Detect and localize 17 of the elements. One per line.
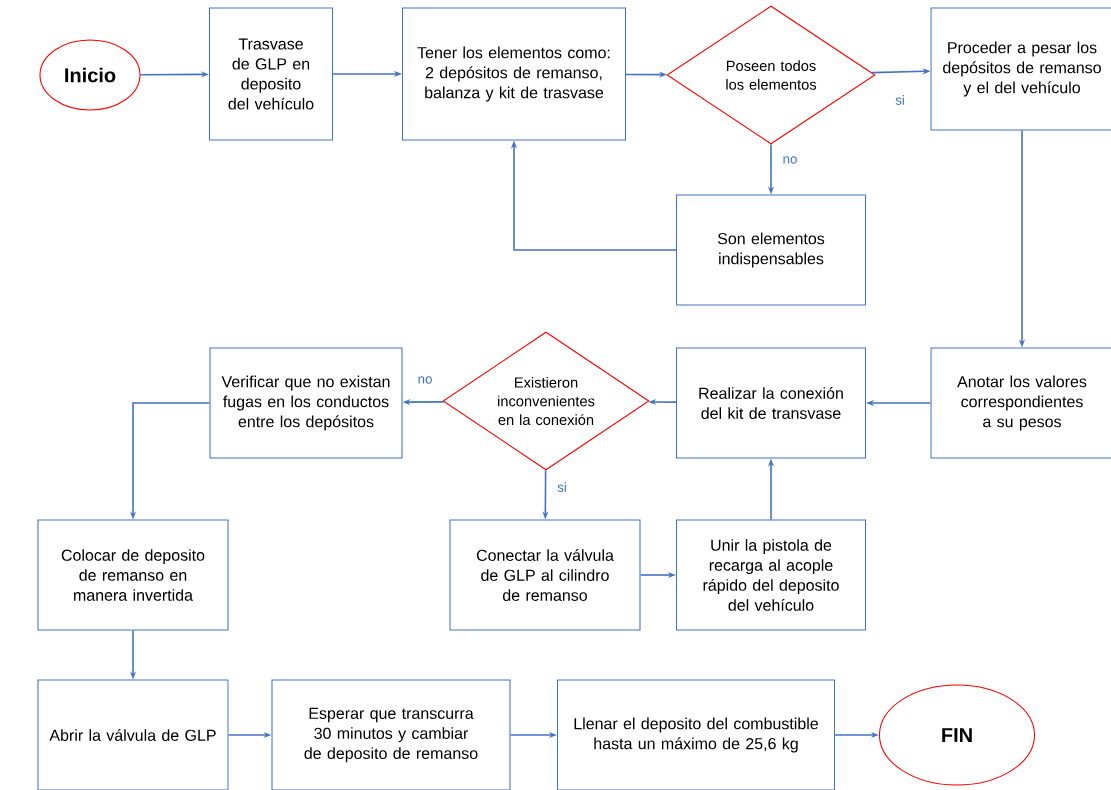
edge-label: si bbox=[555, 480, 569, 494]
process-box: Realizar la conexión del kit de transvase bbox=[675, 347, 867, 459]
process-box: Trasvase de GLP en deposito del vehículo bbox=[208, 7, 334, 141]
process-box: Proceder a pesar los depósitos de remanso y el del vehículo bbox=[930, 7, 1111, 131]
process-box: Anotar los valores correspondientes a su pesos bbox=[930, 347, 1111, 459]
process-box: Llenar el deposito del combustible hasta un máximo de 25,6 kg bbox=[556, 679, 836, 790]
process-box: Son elementos indispensables bbox=[675, 194, 867, 306]
process-box: Unir la pistola de recarga al acople rápido del deposito del vehículo bbox=[675, 519, 867, 631]
edge-label: no bbox=[781, 155, 799, 165]
process-box: Conectar la válvula de GLP al cilindro de remanso bbox=[449, 519, 641, 631]
edge-label: no bbox=[416, 375, 434, 385]
process-box: Abrir la válvula de GLP bbox=[37, 679, 229, 790]
edge-label: si bbox=[893, 93, 907, 107]
process-box: Colocar de deposito de remanso en manera invertida bbox=[37, 519, 229, 631]
process-box: Tener los elementos como: 2 depósitos de remanso, balanza y kit de trasvase bbox=[401, 7, 627, 141]
process-box: Verificar que no existan fugas en los conductos entre los depósitos bbox=[209, 347, 403, 459]
process-box: Esperar que transcurra 30 minutos y cambiar de deposito de remanso bbox=[271, 679, 511, 790]
